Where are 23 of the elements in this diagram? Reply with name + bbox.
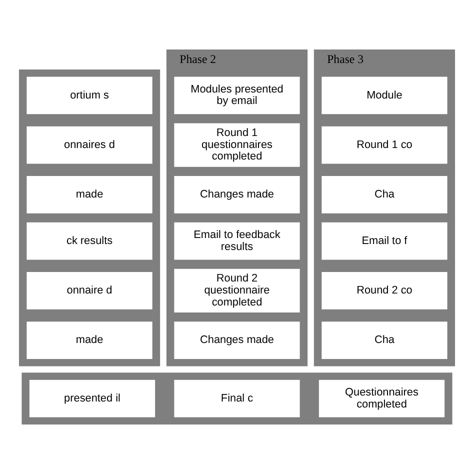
node-box: Cha xyxy=(322,176,448,214)
node-box: Round 2 co xyxy=(322,272,448,310)
node-box: Cha xyxy=(322,322,448,359)
node-box: Module xyxy=(322,76,448,114)
node-box: Modules presented by email xyxy=(174,76,300,114)
node-box: ortium s xyxy=(26,76,152,114)
node-box: Questionnaires completed xyxy=(318,380,445,418)
node-box: made xyxy=(26,176,152,214)
node-box: Round 1 questionnaires completed xyxy=(174,123,300,167)
node-box: made xyxy=(26,322,152,359)
node-box: Final c xyxy=(174,380,300,418)
node-box: onnaire d xyxy=(26,272,152,310)
cluster xyxy=(18,70,160,366)
node-box: onnaires d xyxy=(26,126,152,164)
node-box: Email to feedback results xyxy=(174,222,300,260)
node-box: presented il xyxy=(29,380,156,418)
node-box: Changes made xyxy=(174,322,300,359)
node-box: Round 1 co xyxy=(322,126,448,164)
cluster xyxy=(22,372,452,425)
node-box: Email to f xyxy=(322,222,448,260)
node-box: ck results xyxy=(26,222,152,260)
node-box: Round 2 questionnaire completed xyxy=(174,268,300,313)
node-box: Changes made xyxy=(174,176,300,214)
